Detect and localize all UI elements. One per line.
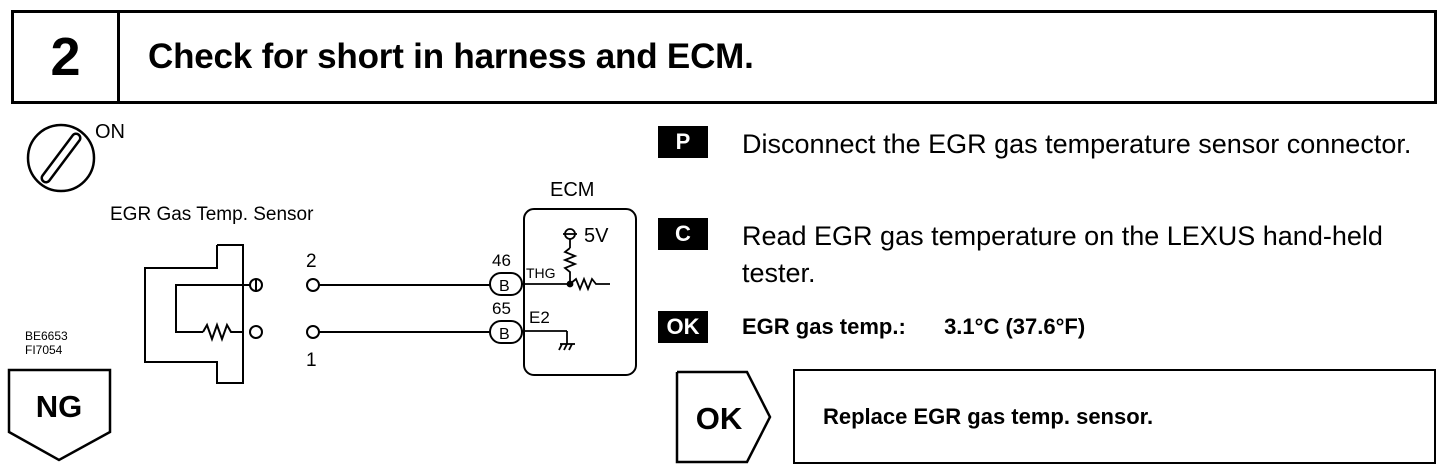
ecm-internal-circuit (522, 228, 610, 351)
sensor-connector (144, 244, 263, 384)
ok-result-arrow: OK (675, 370, 775, 471)
terminal-b-thg: B (499, 278, 510, 295)
ecm-box (523, 208, 637, 376)
thg-label: THG (526, 265, 556, 281)
pin-2-label: 2 (306, 251, 317, 272)
pin-1-label: 1 (306, 350, 317, 371)
procedure-c-badge: C (658, 218, 708, 250)
ok-arrow-label: OK (696, 401, 743, 436)
ref-code-2: FI7054 (25, 343, 63, 357)
sensor-label: EGR Gas Temp. Sensor (110, 204, 314, 225)
instruction-read-text: Read EGR gas temperature on the LEXUS ha… (742, 221, 1383, 288)
instruction-row-ok: OK EGR gas temp.: 3.1°C (37.6°F) (658, 311, 1442, 343)
ignition-switch-icon (26, 123, 96, 193)
ignition-on-label: ON (95, 121, 125, 143)
terminal-46-label: 46 (492, 251, 511, 270)
instruction-disconnect-text: Disconnect the EGR gas temperature senso… (742, 129, 1412, 159)
instruction-row-c: C Read EGR gas temperature on the LEXUS … (658, 218, 1452, 292)
ok-spec-value: 3.1°C (37.6°F) (944, 314, 1086, 339)
instruction-row-p: P Disconnect the EGR gas temperature sen… (658, 126, 1442, 163)
ok-spec-text: EGR gas temp.: 3.1°C (37.6°F) (742, 311, 1442, 343)
voltage-label: 5V (584, 225, 609, 247)
step-title: Check for short in harness and ECM. (148, 37, 754, 76)
ng-result-arrow: NG (5, 368, 115, 473)
e2-label: E2 (529, 308, 550, 327)
ref-code-1: BE6653 (25, 329, 68, 343)
result-action-text: Replace EGR gas temp. sensor. (823, 403, 1154, 429)
terminal-65-label: 65 (492, 299, 511, 318)
procedure-p-badge: P (658, 126, 708, 158)
result-action-box: Replace EGR gas temp. sensor. (793, 369, 1436, 464)
ok-badge: OK (658, 311, 708, 343)
ng-label: NG (36, 389, 83, 424)
step-header: 2 Check for short in harness and ECM. (11, 10, 1437, 104)
ecm-label: ECM (550, 179, 594, 201)
wiring-diagram: ON EGR Gas Temp. Sensor 2 1 ECM B B 46 6… (25, 121, 637, 384)
step-number: 2 (14, 13, 120, 101)
terminal-b-e2: B (499, 326, 510, 343)
ok-spec-label: EGR gas temp.: (742, 314, 906, 339)
harness-wires (306, 278, 492, 339)
